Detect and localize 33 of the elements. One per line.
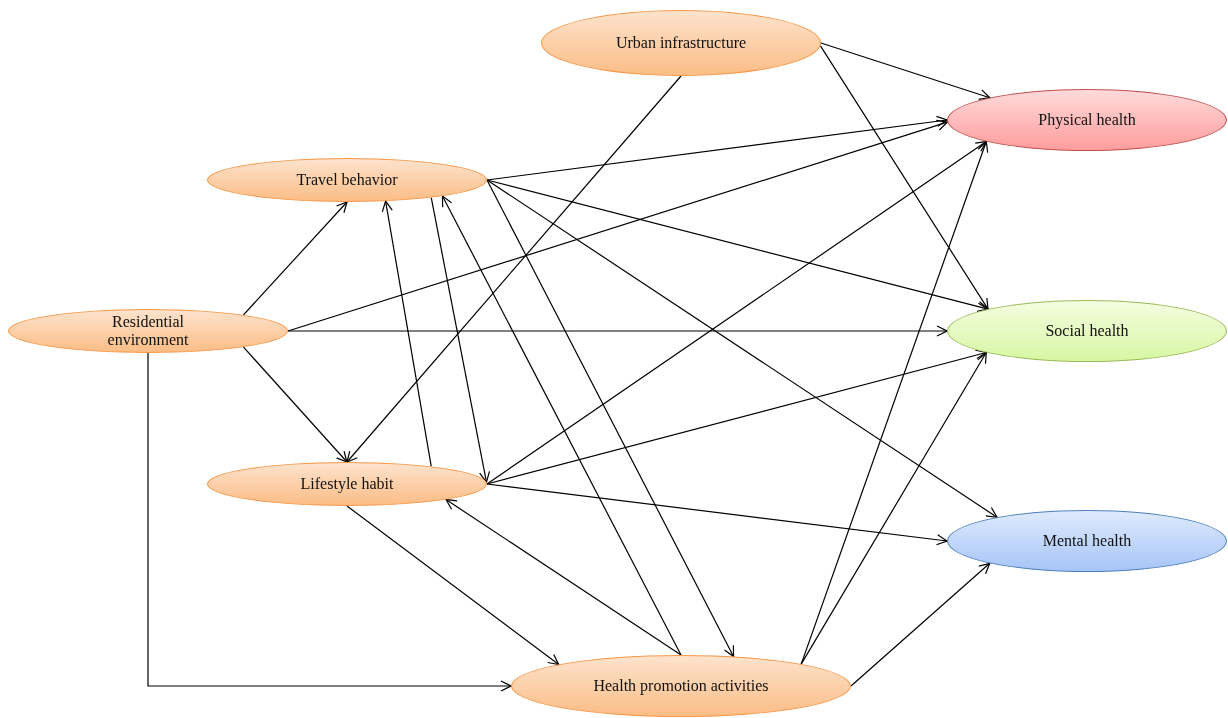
- node-label: Travel behavior: [295, 170, 399, 190]
- arrow: [850, 562, 991, 687]
- ellipse-node: [947, 89, 1227, 151]
- node-label: Urban infrastructure: [614, 33, 748, 53]
- arrow: [486, 179, 989, 313]
- arrow: [346, 75, 682, 463]
- arrow: [430, 196, 491, 483]
- node-label: Lifestyle habit: [299, 474, 395, 494]
- arrow: [147, 352, 512, 692]
- node-label: Physical health: [1037, 110, 1137, 130]
- arrow: [242, 346, 348, 463]
- arrow: [820, 42, 991, 100]
- node-label: Residential environment: [106, 313, 190, 349]
- arrow: [287, 325, 948, 337]
- arrow: [819, 45, 989, 310]
- ellipse-node: [207, 462, 487, 506]
- node-label: Social health: [1044, 321, 1130, 341]
- arrow: [445, 498, 682, 656]
- arrow: [486, 483, 948, 546]
- arrow: [486, 179, 998, 518]
- arrow: [381, 200, 432, 468]
- ellipse-node: [947, 510, 1227, 572]
- node-label: Mental health: [1041, 531, 1133, 551]
- arrow: [242, 201, 348, 316]
- arrow: [800, 140, 989, 665]
- arrow: [486, 349, 987, 485]
- arrow: [486, 140, 987, 485]
- arrow: [800, 351, 987, 665]
- node-label: Health promotion activities: [592, 676, 770, 696]
- arrow: [486, 115, 948, 181]
- arrow: [346, 505, 560, 666]
- ellipse-node: [947, 300, 1227, 362]
- arrow: [441, 195, 682, 656]
